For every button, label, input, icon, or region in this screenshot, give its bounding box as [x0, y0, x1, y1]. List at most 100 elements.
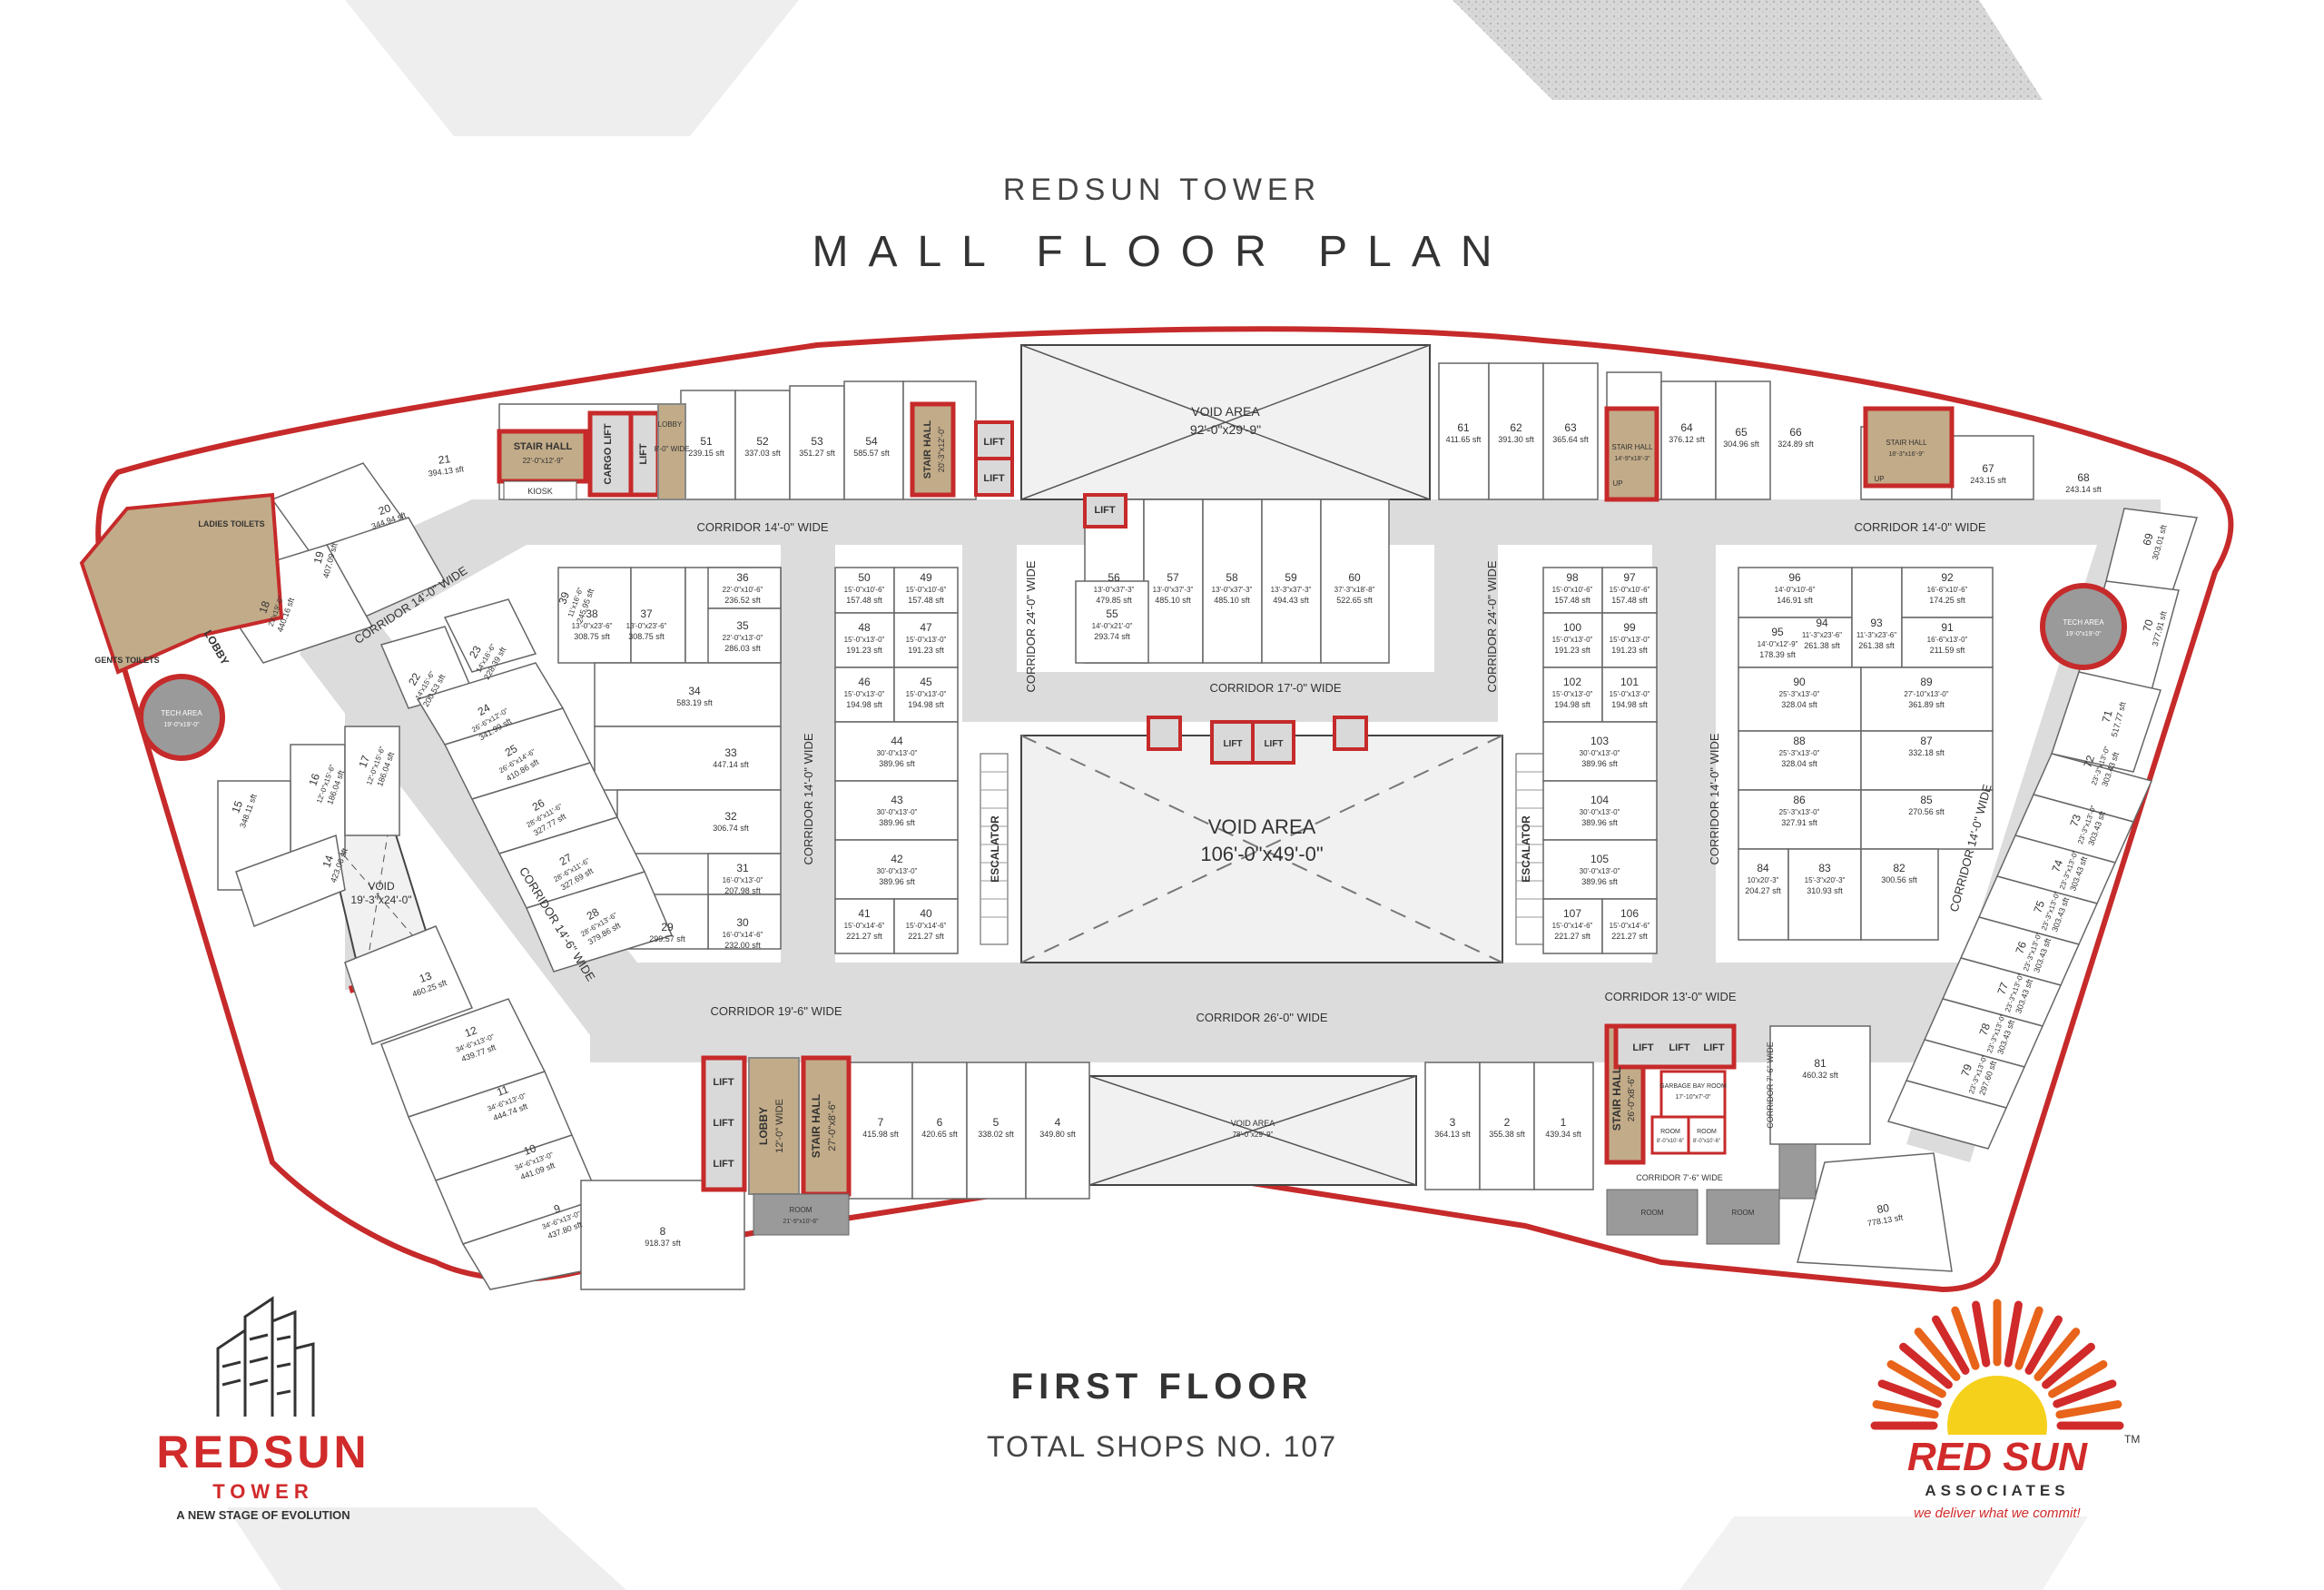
sun-ray [1877, 1379, 1942, 1408]
shop-area: 194.98 sft [846, 700, 882, 709]
shop-area: 194.98 sft [908, 700, 944, 709]
shop-number: 103 [1590, 735, 1609, 747]
shop-number: 43 [891, 794, 903, 806]
shop-number: 60 [1348, 571, 1361, 584]
shop-number: 51 [700, 435, 713, 448]
up-label: UP [1874, 475, 1884, 483]
shop-number: 49 [920, 571, 932, 584]
shop-area: 157.48 sft [1554, 596, 1590, 605]
void-bottom-label: VOID AREA [1231, 1119, 1275, 1128]
shop-dimensions: 30'-0"x13'-0" [1580, 808, 1620, 816]
shop-number: 44 [891, 735, 903, 747]
shop-area: 479.85 sft [1096, 596, 1132, 605]
shop-number: 69 [2141, 531, 2156, 547]
tech-area-size: 19'-0"x19'-0" [2065, 631, 2102, 637]
escalator-label: ESCALATOR [989, 815, 1001, 883]
shop-area: 376.12 sft [1669, 435, 1705, 444]
shop-number: 8 [660, 1225, 666, 1238]
lift-label: LIFT [1223, 739, 1242, 749]
shop-dimensions: 15'-0"x13'-0" [844, 636, 885, 644]
shop-dimensions: 15'-0"x13'-0" [906, 690, 947, 698]
shop-area: 270.56 sft [1908, 807, 1945, 816]
stair-hall-size: 26'-0"x8'-6" [1627, 1075, 1637, 1121]
shop-dimensions: 15'-0"x13'-0" [1610, 636, 1650, 644]
shop-number: 6 [937, 1116, 943, 1129]
shop-dimensions: 15'-0"x13'-0" [1610, 690, 1650, 698]
shop-dimensions: 11'-3"x23'-6" [1856, 631, 1896, 639]
shop-number: 85 [1920, 794, 1933, 806]
shop-dimensions: 22'-0"x13'-0" [723, 634, 763, 642]
room-size: 21'-9"x10'-6" [783, 1219, 819, 1225]
service-cores [79, 401, 2127, 1245]
room-size: 8'-0"x10'-6" [1657, 1139, 1684, 1144]
shop-dimensions: 15'-0"x14'-6" [1610, 922, 1650, 930]
stair-hall-size: 20'-3"x12'-0" [937, 427, 946, 472]
corridor-right-vertical [1652, 545, 1716, 963]
corridor-left-vertical [781, 545, 835, 963]
sun-ray [1932, 1315, 1970, 1375]
sun-ray [2004, 1300, 2023, 1368]
shop-number: 37 [640, 607, 653, 620]
shop-number: 90 [1793, 676, 1806, 688]
shop-dimensions: 16'-6"x10'-6" [1927, 586, 1968, 594]
lift-label: LIFT [983, 437, 1004, 448]
escalator-right [1515, 753, 1544, 945]
shop-number: 77 [1994, 981, 2011, 997]
shop-number: 17 [356, 754, 372, 770]
page-title: MALL FLOOR PLAN [812, 228, 1512, 276]
shop-dimensions: 27'-10"x13'-0" [1904, 690, 1948, 698]
shop-number: 88 [1793, 735, 1806, 747]
shop-number: 71 [2100, 708, 2115, 724]
shop-dimensions: 15'-0"x10'-6" [1552, 586, 1593, 594]
shop-area: 304.96 sft [1723, 439, 1759, 449]
shop-number: 55 [1106, 607, 1118, 620]
shop-dimensions: 10'x20'-3" [1748, 876, 1779, 884]
shop-number: 57 [1167, 571, 1179, 584]
corridor-label: CORRIDOR 24'-0" WIDE [1024, 560, 1038, 692]
sun-ray [2042, 1342, 2095, 1389]
shop-area: 261.38 sft [1804, 641, 1840, 650]
room-label: ROOM [1641, 1209, 1664, 1217]
shop-number: 19 [311, 549, 327, 565]
sun-ray [2024, 1315, 2063, 1375]
corridor-upper-right [1434, 545, 1498, 672]
shop-dimensions: 13'-0"x37'-3" [1094, 586, 1135, 594]
corridor-label: CORRIDOR 24'-0" WIDE [1485, 560, 1499, 692]
tech-area-size: 19'-0"x19'-0" [163, 722, 200, 728]
room-label: ROOM [1697, 1129, 1717, 1135]
stair-hall-label: STAIR HALL [1611, 443, 1653, 451]
shop-area: 211.59 sft [1930, 646, 1965, 655]
shop-number: 53 [811, 435, 823, 448]
shop-number: 100 [1563, 621, 1581, 634]
shop-area: 310.93 sft [1807, 886, 1843, 895]
shop-area: 146.91 sft [1777, 596, 1813, 605]
shop-area: 364.13 sft [1434, 1130, 1471, 1139]
decorative-swoosh-bottom-right [1679, 1516, 2088, 1590]
shop-dimensions: 25'-3"x13'-0" [1779, 808, 1820, 816]
